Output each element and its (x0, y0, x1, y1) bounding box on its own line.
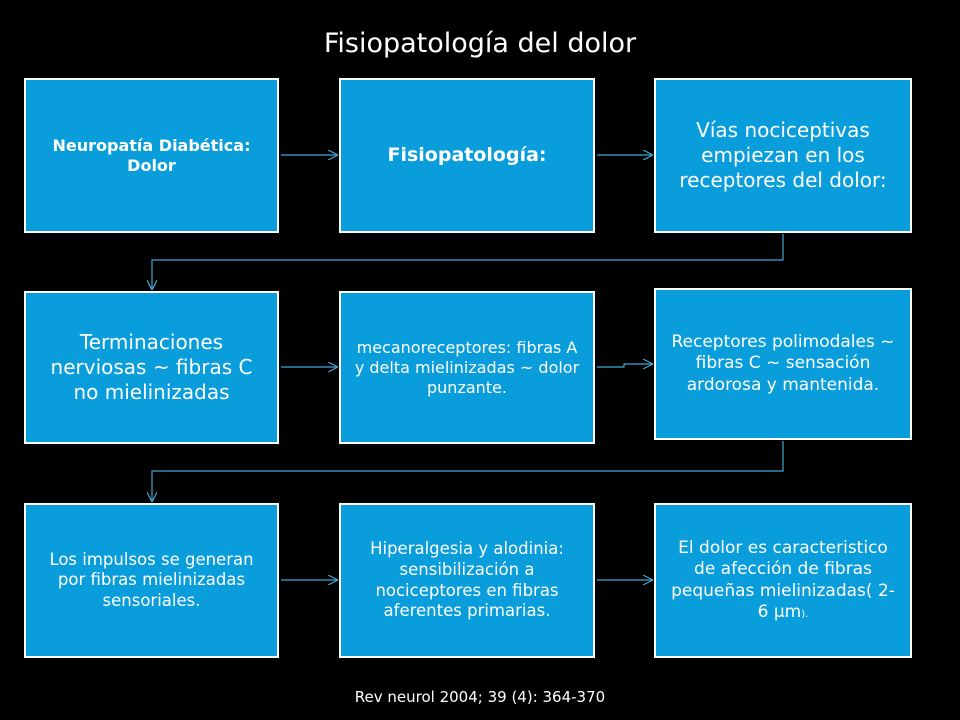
box-label: Terminaciones nerviosas ~ fibras C no mi… (50, 330, 253, 404)
box-label-main: El dolor es caracteristico de afección d… (671, 538, 895, 622)
arrow-b3-b4 (152, 234, 784, 289)
box-receptores-polimodales: Receptores polimodales ~ fibras C ~ sens… (654, 288, 912, 440)
box-dolor-fibras: El dolor es caracteristico de afección d… (654, 503, 912, 658)
box-label: El dolor es caracteristico de afección d… (666, 538, 900, 623)
box-label: Receptores polimodales ~ fibras C ~ sens… (671, 332, 895, 395)
box-label: Hiperalgesia y alodinia: sensibilización… (370, 539, 564, 621)
page-title: Fisiopatología del dolor (323, 28, 637, 59)
arrow-b5-b6 (597, 364, 652, 367)
box-vias-nociceptivas: Vías nociceptivas empiezan en los recept… (654, 78, 912, 233)
box-impulsos: Los impulsos se generan por fibras mieli… (24, 503, 279, 658)
box-label: Los impulsos se generan por fibras mieli… (49, 549, 254, 610)
box-label-tail: ). (801, 608, 809, 620)
box-mecanoreceptores: mecanoreceptores: fibras A y delta mieli… (339, 291, 595, 444)
box-hiperalgesia: Hiperalgesia y alodinia: sensibilización… (339, 503, 595, 658)
box-label: Vías nociceptivas empiezan en los recept… (679, 118, 887, 192)
box-label: Fisiopatología: (387, 143, 547, 166)
citation: Rev neurol 2004; 39 (4): 364-370 (354, 688, 606, 706)
arrow-b6-b7 (152, 441, 784, 501)
box-label: Neuropatía Diabética: Dolor (52, 135, 251, 175)
box-terminaciones-nerviosas: Terminaciones nerviosas ~ fibras C no mi… (24, 291, 279, 444)
box-fisiopatologia: Fisiopatología: (339, 78, 595, 233)
box-label: mecanoreceptores: fibras A y delta mieli… (354, 337, 580, 397)
box-neuropatia-diabetica: Neuropatía Diabética: Dolor (24, 78, 279, 233)
